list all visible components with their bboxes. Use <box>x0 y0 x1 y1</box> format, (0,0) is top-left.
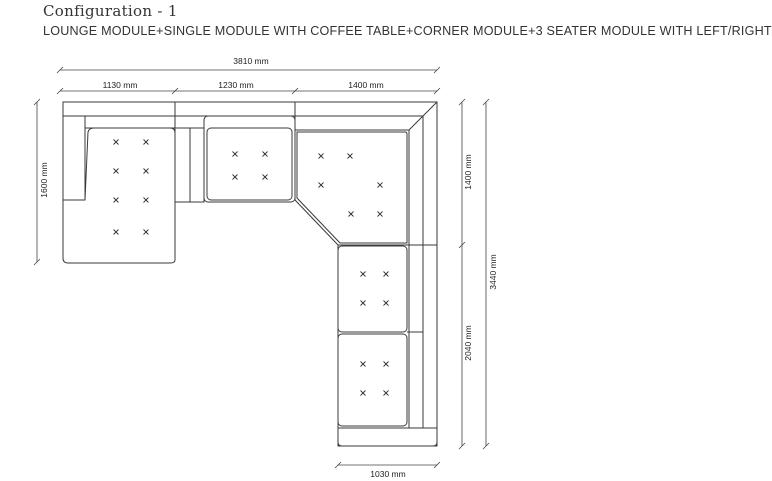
dimension-label: 1600 mm <box>39 162 49 197</box>
dimension-label: 1230 mm <box>218 80 253 90</box>
single-module <box>203 115 296 203</box>
dimension-total-width: 3810 mm <box>56 56 441 74</box>
lounge-module <box>62 101 296 264</box>
sofa-drawing: 3810 mm 1130 mm 1230 mm 1400 mm 1600 mm … <box>33 56 498 479</box>
dimension-lounge-depth: 1600 mm <box>33 98 49 266</box>
dimension-label: 1400 mm <box>348 80 383 90</box>
dimension-label: 2040 mm <box>463 325 473 360</box>
dimension-seater-width: 1030 mm <box>334 461 441 479</box>
dimension-label: 3810 mm <box>233 56 268 66</box>
dimension-seater-length: 2040 mm <box>458 245 473 450</box>
dimension-label: 1130 mm <box>103 80 138 90</box>
three-seater-module <box>337 244 438 447</box>
dimension-label: 1400 mm <box>463 154 473 189</box>
dimension-segment-widths: 1130 mm 1230 mm 1400 mm <box>56 80 441 95</box>
dimension-label: 3440 mm <box>488 254 498 289</box>
dimension-total-length: 3440 mm <box>482 98 498 450</box>
tufting-marks <box>113 139 389 396</box>
corner-module <box>294 101 438 246</box>
dimension-corner-depth: 1400 mm <box>458 98 473 249</box>
dimension-label: 1030 mm <box>370 469 405 479</box>
page-title: Configuration - 1 <box>43 2 178 20</box>
configuration-description: LOUNGE MODULE+SINGLE MODULE WITH COFFEE … <box>43 24 772 38</box>
